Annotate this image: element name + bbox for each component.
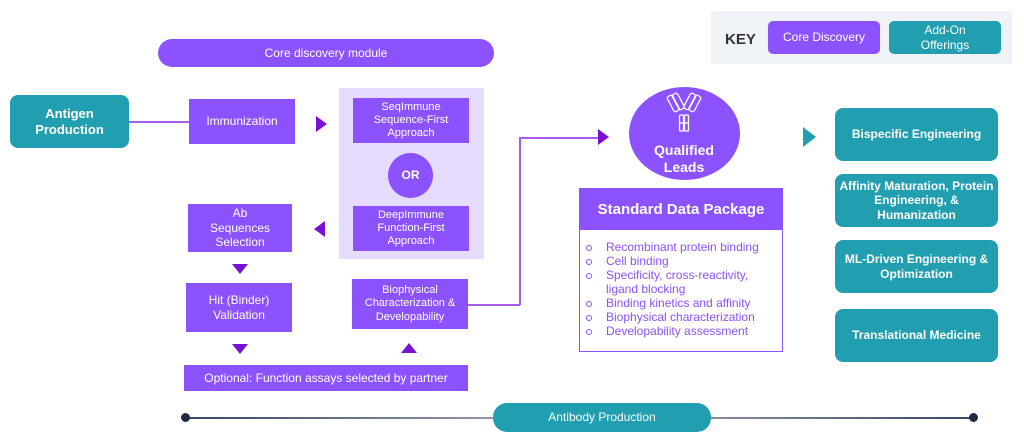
list-item: Binding kinetics and affinity [580, 296, 782, 310]
antigen-production-box: Antigen Production [10, 95, 129, 148]
ab-sequences-selection-box: Ab Sequences Selection [188, 204, 292, 252]
timeline-start-dot [181, 413, 190, 422]
list-item: Recombinant protein binding [580, 240, 782, 254]
immunization-box: Immunization [189, 99, 295, 144]
list-item: Cell binding [580, 254, 782, 268]
list-item: Biophysical characterization [580, 310, 782, 324]
antibody-production-pill: Antibody Production [493, 403, 711, 432]
arrow-down-icon [232, 264, 248, 274]
data-package-list: Recombinant protein binding Cell binding… [580, 240, 782, 338]
or-circle: OR [388, 153, 433, 198]
key-title: KEY [725, 31, 756, 48]
biophysical-box: Biophysical Characterization & Developab… [352, 279, 468, 329]
connector-line [129, 121, 189, 123]
add-on-bispecific-engineering: Bispecific Engineering [835, 108, 998, 161]
add-on-affinity-maturation: Affinity Maturation, Protein Engineering… [835, 174, 998, 227]
timeline-end-dot [969, 413, 978, 422]
qualified-leads-circle [629, 87, 740, 180]
antibody-icon [666, 92, 702, 132]
key-add-on-offerings: Add-On Offerings [889, 21, 1001, 54]
connector-line [519, 137, 521, 305]
hit-validation-box: Hit (Binder) Validation [186, 283, 292, 332]
seqimmune-box: SeqImmune Sequence-First Approach [353, 98, 469, 143]
arrow-right-icon [316, 116, 327, 132]
arrow-up-icon [401, 343, 417, 353]
key-core-discovery: Core Discovery [768, 21, 880, 54]
deepimmune-box: DeepImmune Function-First Approach [353, 206, 469, 251]
connector-line [468, 304, 520, 306]
optional-assays-box: Optional: Function assays selected by pa… [184, 365, 468, 391]
arrow-right-icon [803, 127, 816, 147]
arrow-left-icon [314, 221, 325, 237]
connector-line [519, 137, 599, 139]
data-package-title: Standard Data Package [580, 189, 782, 230]
arrow-down-icon [232, 344, 248, 354]
list-item: Developability assessment [580, 324, 782, 338]
add-on-translational-medicine: Translational Medicine [835, 309, 998, 362]
qualified-leads-label: Qualified Leads [654, 142, 714, 175]
arrow-right-icon [598, 129, 609, 145]
core-module-header: Core discovery module [158, 39, 494, 67]
add-on-ml-driven-engineering: ML-Driven Engineering & Optimization [835, 240, 998, 293]
data-package-card: Standard Data Package Recombinant protei… [579, 188, 783, 352]
list-item: Specificity, cross-reactivity, ligand bl… [580, 268, 782, 296]
key-legend: KEY Core Discovery Add-On Offerings [711, 11, 1012, 64]
